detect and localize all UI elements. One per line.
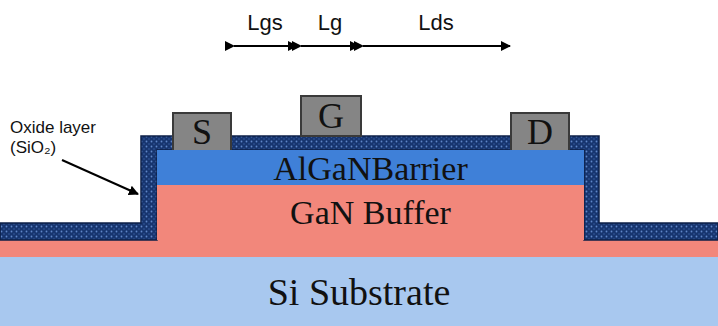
layer-label: S (192, 114, 212, 150)
dimension-label: Lg (318, 10, 342, 35)
gan-buffer: GaN Buffer (157, 185, 584, 240)
callout-label: Oxide layer (SiO₂) (10, 118, 110, 157)
dimension-label: Lgs (247, 10, 282, 35)
source-contact: S (172, 112, 232, 152)
layer-label: D (527, 114, 553, 150)
dimension-arrow (363, 45, 510, 47)
layer-label: Si Substrate (268, 273, 451, 311)
layer-label: GaN Buffer (290, 196, 451, 230)
layer-label: G (318, 98, 344, 134)
si-substrate: Si Substrate (0, 257, 718, 326)
algan-barrier: AlGaNBarrier (157, 150, 584, 188)
gate-contact: G (300, 95, 362, 137)
dimension-arrow (234, 45, 297, 47)
layer-label: AlGaNBarrier (273, 152, 467, 186)
oxide-layer (0, 136, 718, 240)
leader-line (62, 160, 138, 194)
dimension-arrow (301, 45, 359, 47)
gan-buffer-layer (0, 240, 718, 257)
dimension-label: Lds (418, 10, 453, 35)
drain-contact: D (510, 112, 570, 152)
